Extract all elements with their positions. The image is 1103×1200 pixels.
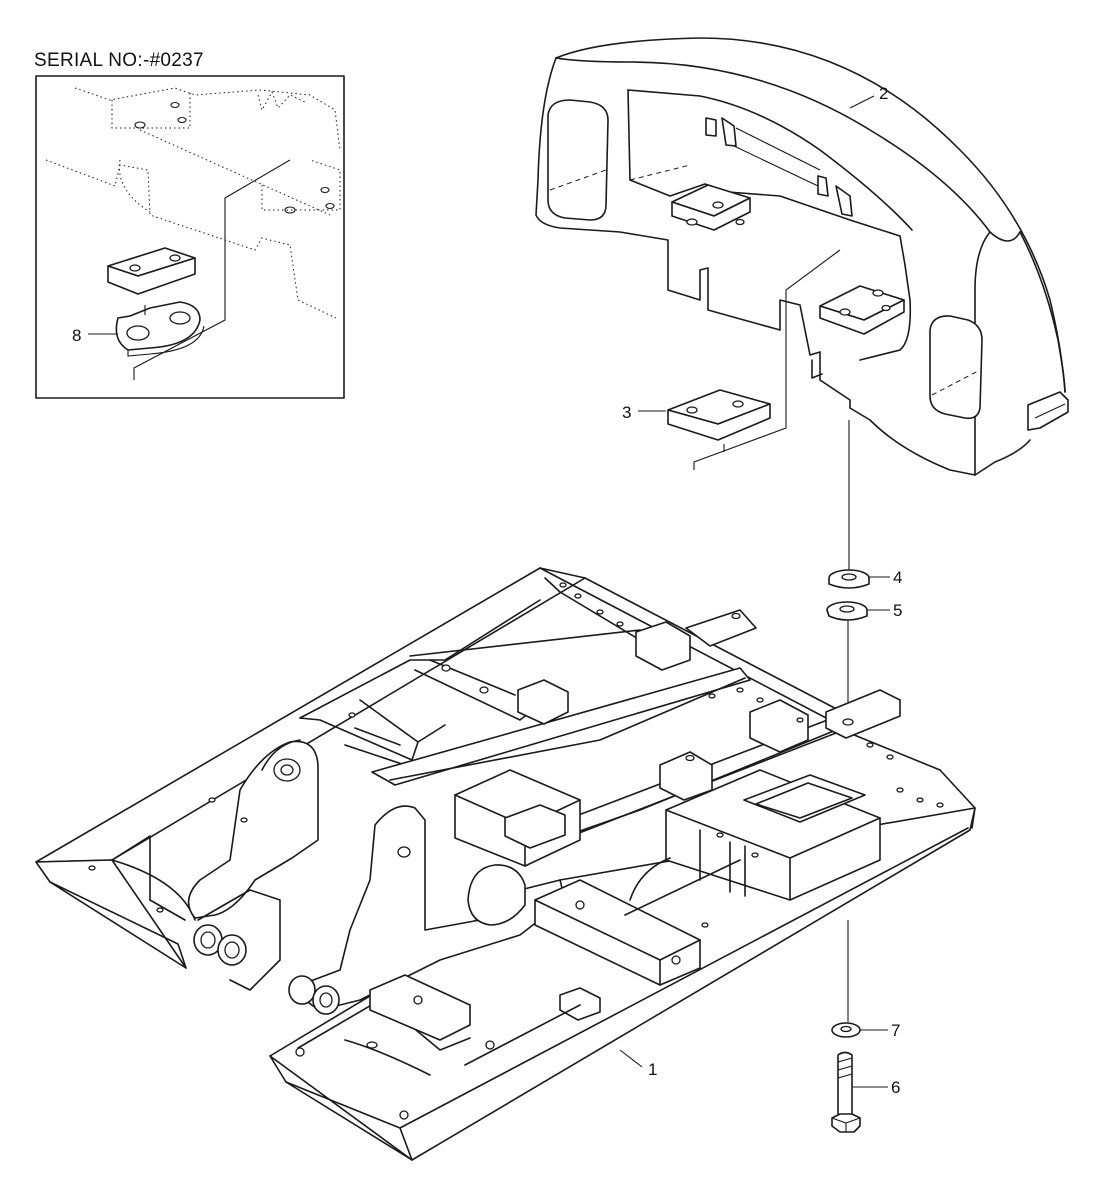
callout-label-5: 5 [893, 601, 902, 620]
callout-label-7: 7 [891, 1021, 900, 1040]
callout-label-4: 4 [893, 568, 902, 587]
callout-6: 6 [852, 1078, 900, 1097]
washer-part-4 [828, 569, 870, 589]
callout-7: 7 [860, 1021, 900, 1040]
main-frame-part-1 [35, 567, 976, 1161]
callout-4: 4 [869, 568, 902, 587]
callout-label-3: 3 [622, 403, 631, 422]
serial-number-label: SERIAL NO:-#0237 [34, 50, 204, 71]
bracket-part-8 [115, 301, 205, 357]
callout-3: 3 [622, 403, 666, 422]
callout-label-8: 8 [72, 326, 81, 345]
callout-label-6: 6 [891, 1078, 900, 1097]
frame-holes [88, 582, 944, 1120]
counterweight-part-2 [535, 37, 1069, 476]
washer-part-5 [826, 601, 868, 621]
lock-washer-part-7 [831, 1022, 861, 1038]
callout-8: 8 [72, 326, 81, 345]
plate-part-3 [667, 389, 771, 441]
callout-label-1: 1 [648, 1060, 657, 1079]
inset-detail [35, 75, 345, 399]
callout-2: 2 [849, 84, 888, 109]
callout-5: 5 [867, 601, 902, 620]
callout-1: 1 [619, 1049, 657, 1079]
callout-label-2: 2 [879, 84, 888, 103]
bolt-part-6 [831, 1051, 861, 1133]
inset-frame [35, 75, 345, 399]
